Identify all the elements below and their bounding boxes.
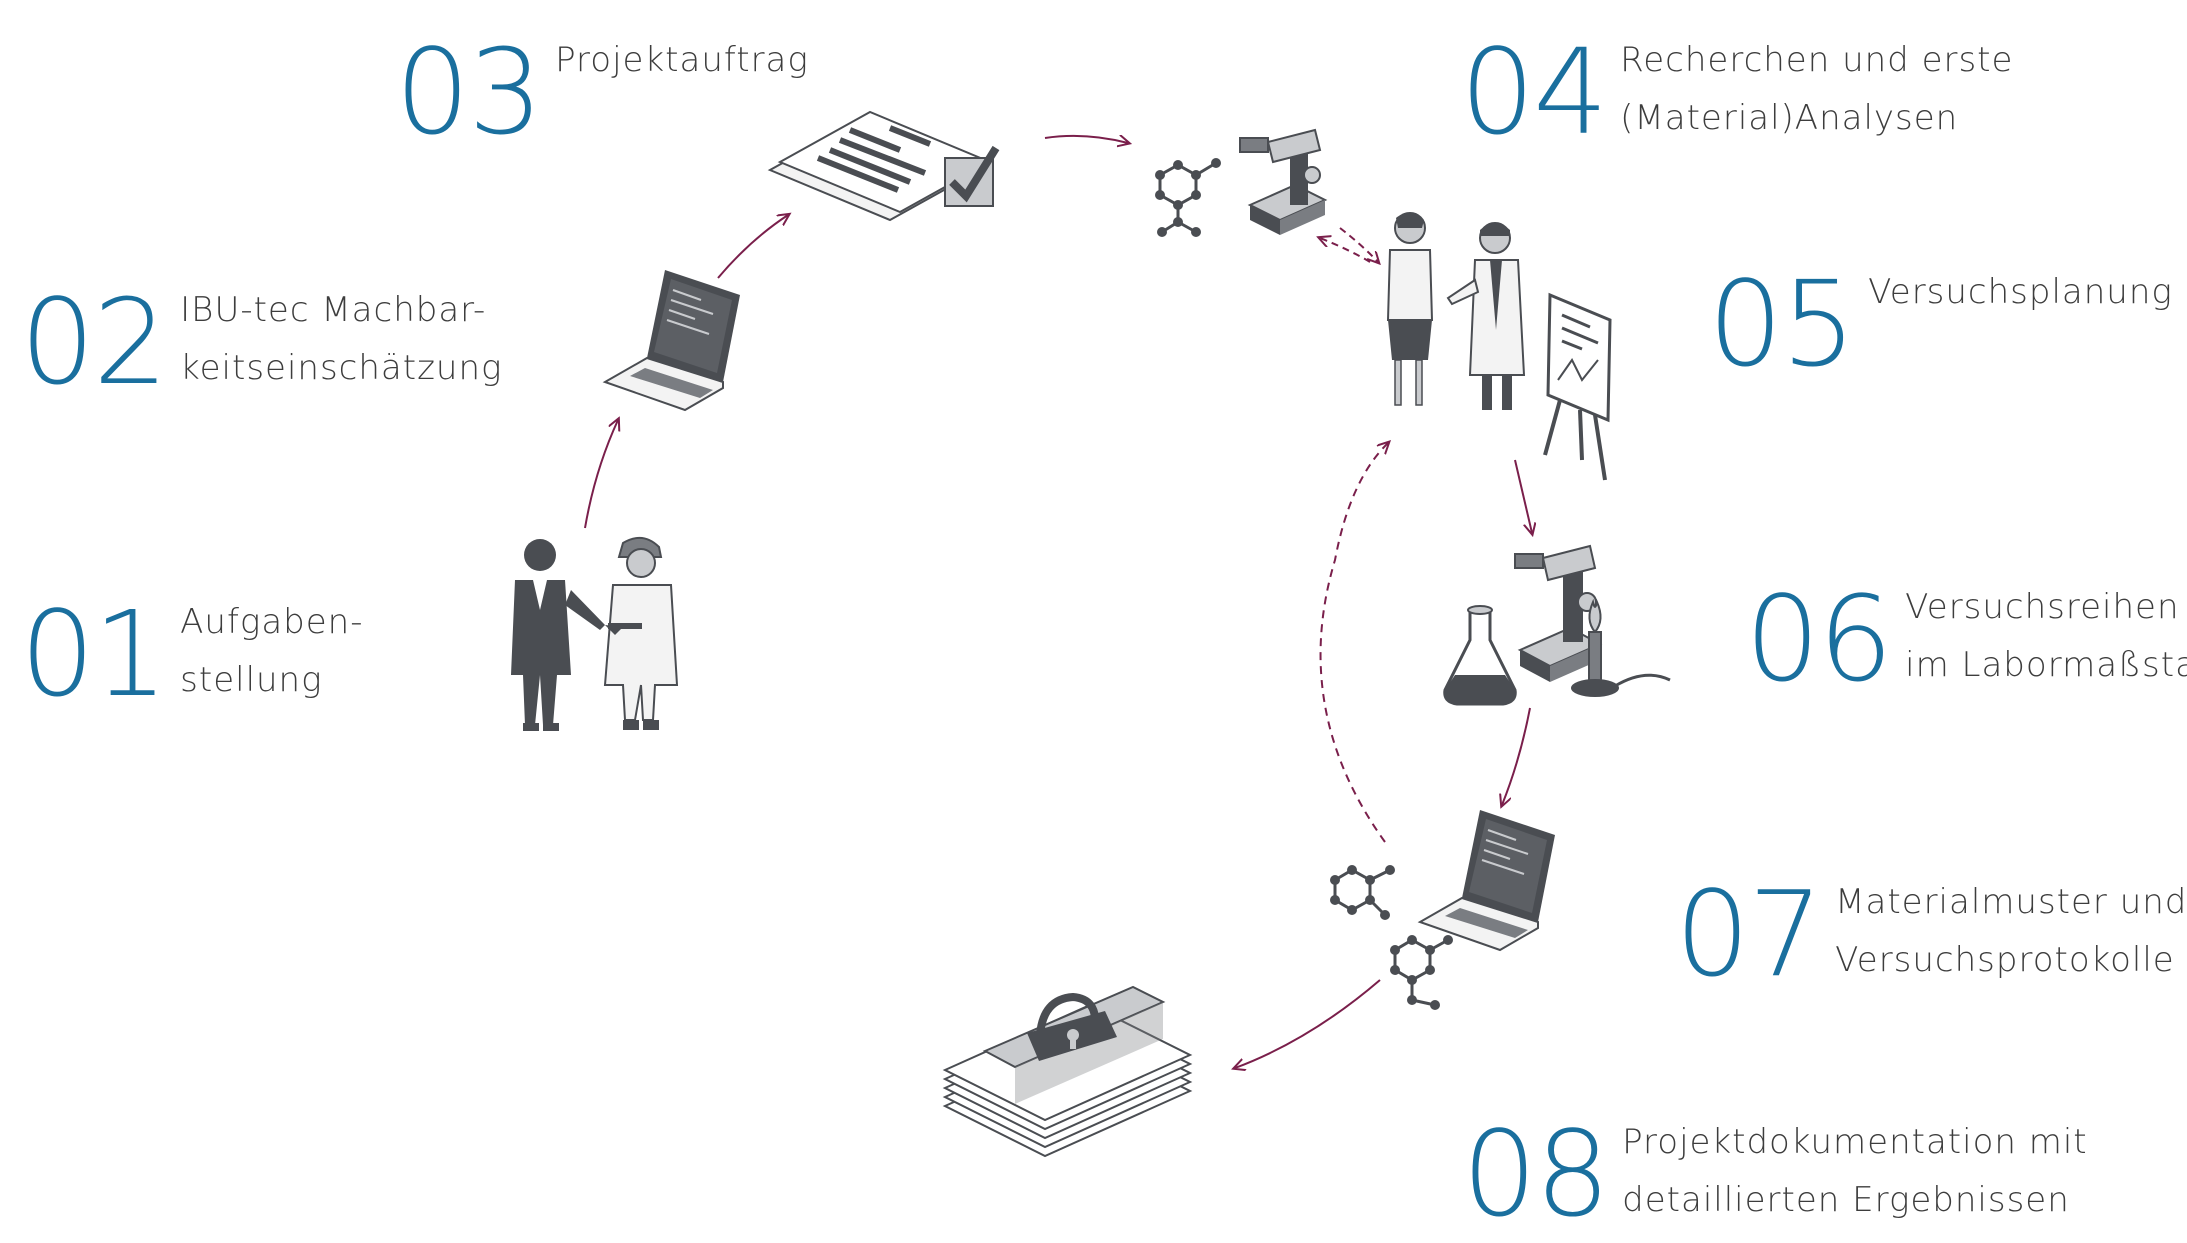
lab-equipment-icon bbox=[1443, 544, 1671, 706]
arrow-04-05 bbox=[1339, 227, 1378, 262]
step-label-line: stellung bbox=[180, 660, 323, 700]
step-label-line: Aufgaben- bbox=[180, 602, 364, 642]
laptop-molecules-icon bbox=[1330, 810, 1555, 1010]
step-label-line: keitseinschätzung bbox=[180, 348, 503, 388]
step-label-line: (Material)Analysen bbox=[1620, 98, 1959, 138]
step-label: IBU-tec Machbar- keitseinschätzung bbox=[180, 281, 502, 397]
step-number: 07 bbox=[1675, 865, 1823, 1003]
step-label-line: im Labormaßstab bbox=[1905, 645, 2187, 685]
step-04: 04 Recherchen und erste (Material)Analys… bbox=[1460, 33, 2013, 151]
step-03: 03 Projektauftrag bbox=[395, 33, 809, 151]
step-label: Versuchsreihen im Labormaßstab bbox=[1905, 578, 2187, 694]
step-08: 08 Projektdokumentation mit detaillierte… bbox=[1462, 1115, 2088, 1233]
step-number: 05 bbox=[1708, 255, 1856, 393]
arrow-01-02 bbox=[584, 420, 618, 529]
step-number: 06 bbox=[1745, 570, 1893, 708]
arrow-05-04 bbox=[1320, 238, 1371, 263]
step-06: 06 Versuchsreihen im Labormaßstab bbox=[1745, 580, 2187, 698]
step-number: 02 bbox=[20, 273, 168, 411]
step-label: Aufgaben- stellung bbox=[180, 593, 363, 709]
step-label: Versuchsplanung bbox=[1868, 263, 2173, 321]
step-01: 01 Aufgaben- stellung bbox=[20, 595, 364, 713]
step-label: Recherchen und erste (Material)Analysen bbox=[1620, 31, 2013, 147]
step-label: Projektauftrag bbox=[555, 31, 809, 89]
step-02: 02 IBU-tec Machbar- keitseinschätzung bbox=[20, 283, 502, 401]
arrow-07-08 bbox=[1235, 979, 1381, 1068]
step-07: 07 Materialmuster und Versuchsprotokolle bbox=[1675, 875, 2187, 993]
step-label-line: Versuchsplanung bbox=[1868, 272, 2173, 312]
step-label-line: Recherchen und erste bbox=[1620, 40, 2014, 80]
molecule-microscope-icon bbox=[1155, 128, 1328, 237]
step-number: 01 bbox=[20, 585, 168, 723]
arrow-07-05-dashed bbox=[1319, 443, 1388, 843]
arrow-02-03 bbox=[717, 215, 788, 279]
step-05: 05 Versuchsplanung bbox=[1708, 265, 2173, 383]
step-label-line: Versuchsprotokolle bbox=[1835, 940, 2175, 980]
step-number: 04 bbox=[1460, 23, 1608, 161]
step-label-line: Projektauftrag bbox=[555, 40, 809, 80]
arrow-03-04 bbox=[1044, 136, 1128, 143]
step-label-line: detaillierten Ergebnissen bbox=[1622, 1180, 2070, 1220]
contract-checkmark-icon bbox=[767, 110, 1000, 222]
laptop-icon bbox=[602, 270, 740, 412]
team-presentation-icon bbox=[1386, 212, 1612, 481]
step-label: Projektdokumentation mit detaillierten E… bbox=[1622, 1113, 2088, 1229]
step-label-line: Versuchsreihen bbox=[1905, 587, 2180, 627]
locked-documents-icon bbox=[942, 985, 1193, 1158]
arrow-06-07 bbox=[1502, 707, 1531, 805]
step-label-line: IBU-tec Machbar- bbox=[180, 290, 487, 330]
step-label: Materialmuster und Versuchsprotokolle bbox=[1835, 873, 2187, 989]
step-label-line: Materialmuster und bbox=[1835, 882, 2187, 922]
step-number: 08 bbox=[1462, 1105, 1610, 1243]
arrow-05-06 bbox=[1514, 459, 1532, 533]
step-number: 03 bbox=[395, 23, 543, 161]
step-label-line: Projektdokumentation mit bbox=[1622, 1122, 2088, 1162]
handshake-people-icon bbox=[511, 536, 679, 731]
